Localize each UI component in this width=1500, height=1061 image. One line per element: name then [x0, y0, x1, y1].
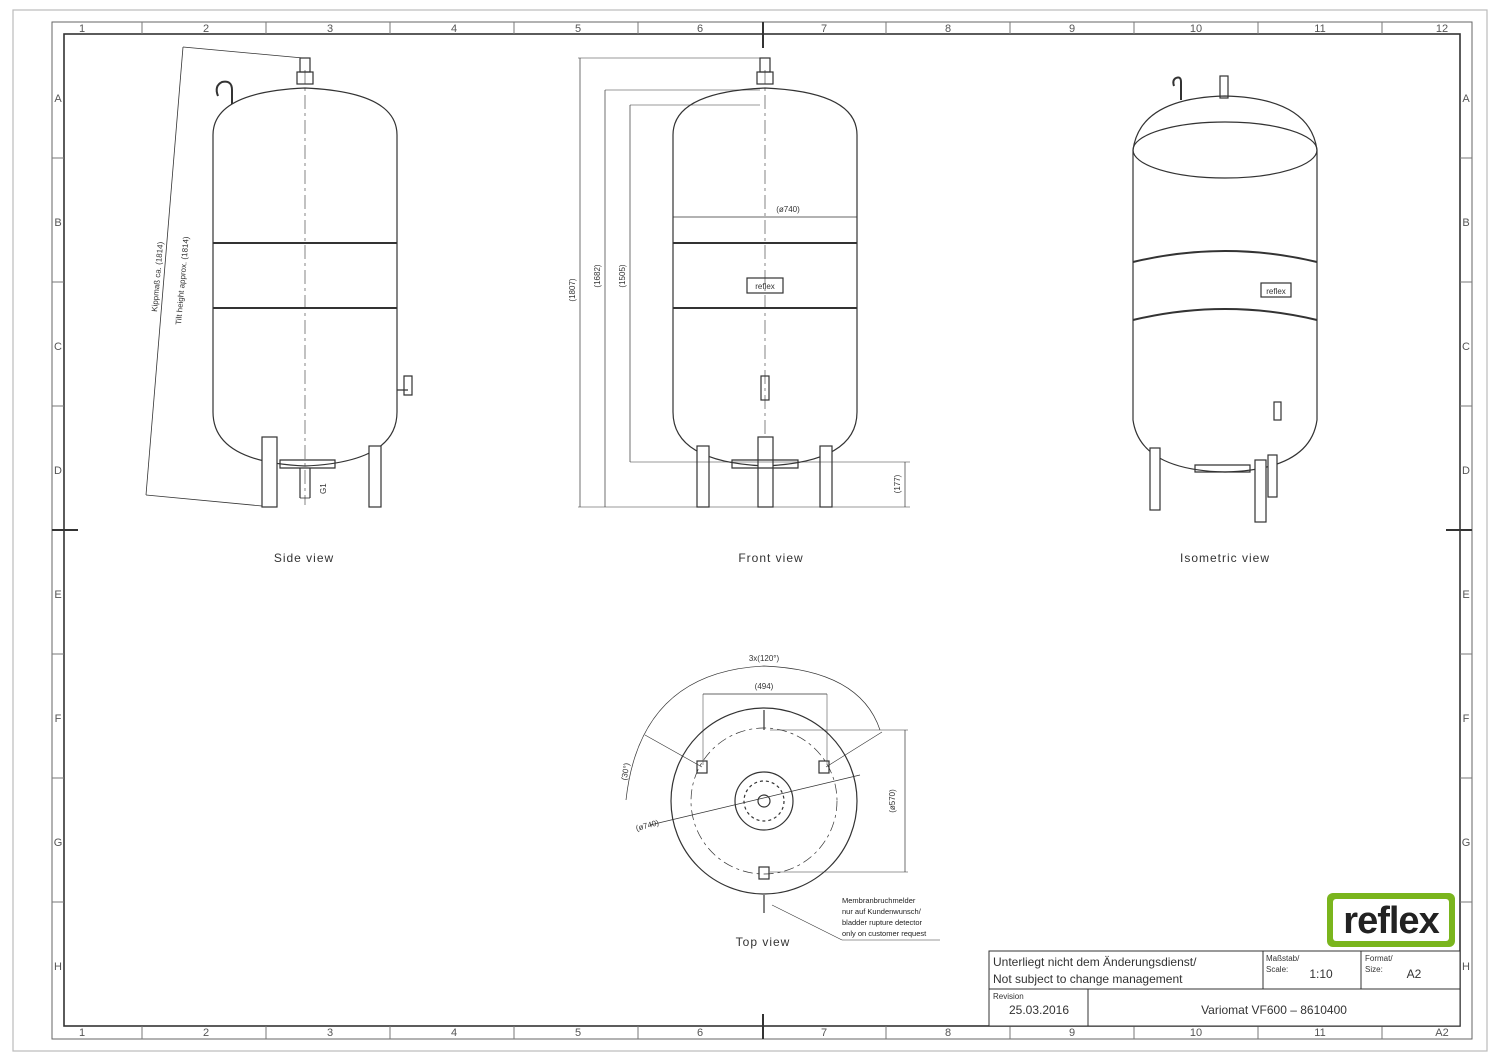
col-label-12: 12 [1436, 23, 1448, 35]
front-foot-height: (177) [893, 474, 902, 493]
isometric-view-label: Isometric view [1180, 551, 1270, 565]
side-view-drawing [145, 46, 413, 508]
col-label-bottom-11: 11 [1314, 1027, 1325, 1039]
top-view-drawing [625, 665, 940, 941]
format-value: A2 [1407, 967, 1422, 981]
scale-label-de: Maßstab/ [1266, 954, 1300, 963]
revision-date: 25.03.2016 [1009, 1003, 1069, 1017]
iso-reflex-badge [1260, 282, 1292, 298]
revision-label: Revision [993, 992, 1024, 1001]
col-label-11: 11 [1314, 23, 1325, 35]
row-label-h: H [54, 961, 62, 973]
top-angle30-label: (30°) [620, 762, 632, 781]
row-label-right-b: B [1462, 217, 1469, 229]
col-label-bottom-2: 2 [203, 1027, 209, 1039]
row-label-right-f: F [1463, 713, 1470, 725]
col-label-7: 7 [821, 23, 827, 35]
col-label-3: 3 [327, 23, 333, 35]
format-label-en: Size: [1365, 965, 1383, 974]
top-angle-label: 3x(120°) [749, 654, 780, 663]
tilt-height-de: Kippmaß ca. (1814) [150, 241, 165, 312]
col-label-5: 5 [575, 23, 581, 35]
format-label-bottom: A2 [1435, 1027, 1448, 1039]
row-label-g: G [54, 837, 63, 849]
scale-value: 1:10 [1309, 967, 1333, 981]
row-label-right-c: C [1462, 341, 1470, 353]
top-diameter570-label: (ø570) [888, 789, 897, 813]
col-label-bottom-3: 3 [327, 1027, 333, 1039]
top-note-line2: nur auf Kundenwunsch/ [842, 907, 922, 916]
iso-badge-text: reflex [1266, 287, 1286, 296]
col-label-6: 6 [697, 23, 703, 35]
top-diameter740-label: (ø740) [635, 818, 660, 833]
notice-en: Not subject to change management [993, 972, 1183, 986]
front-height-total: (1807) [568, 278, 577, 301]
row-label-d: D [54, 465, 62, 477]
col-label-1: 1 [79, 23, 85, 35]
col-label-bottom-7: 7 [821, 1027, 827, 1039]
notice-de: Unterliegt nicht dem Änderungsdienst/ [993, 955, 1197, 969]
row-label-c: C [54, 341, 62, 353]
row-label-right-a: A [1462, 93, 1470, 105]
title-block [988, 950, 1461, 1027]
tilt-height-en: Tilt height approx. (1814) [174, 236, 191, 325]
row-label-a: A [54, 93, 62, 105]
col-label-bottom-8: 8 [945, 1027, 951, 1039]
reflex-logo: reflex [1327, 893, 1455, 947]
outer-border [12, 9, 1488, 1052]
col-label-bottom-10: 10 [1190, 1027, 1202, 1039]
row-label-right-g: G [1462, 837, 1471, 849]
col-label-bottom-4: 4 [451, 1027, 457, 1039]
drawing-title: Variomat VF600 – 8610400 [1201, 1003, 1347, 1017]
col-label-2: 2 [203, 23, 209, 35]
col-label-bottom-5: 5 [575, 1027, 581, 1039]
row-label-right-e: E [1462, 589, 1469, 601]
col-label-bottom-9: 9 [1069, 1027, 1075, 1039]
front-height-2: (1682) [593, 264, 602, 287]
format-label-de: Format/ [1365, 954, 1393, 963]
front-reflex-badge [746, 277, 784, 294]
col-label-10: 10 [1190, 23, 1202, 35]
side-view-label: Side view [274, 551, 334, 565]
front-view-label: Front view [738, 551, 803, 565]
row-label-right-d: D [1462, 465, 1470, 477]
row-label-f: F [55, 713, 62, 725]
col-label-8: 8 [945, 23, 951, 35]
top-width-label: (494) [755, 682, 774, 691]
front-diameter-label: (ø740) [776, 205, 800, 214]
row-label-b: B [54, 217, 61, 229]
connection-g1-label: G1 [319, 483, 328, 494]
reflex-logo-text: reflex [1343, 900, 1439, 942]
col-label-bottom-1: 1 [79, 1027, 85, 1039]
col-label-bottom-6: 6 [697, 1027, 703, 1039]
scale-label-en: Scale: [1266, 965, 1288, 974]
isometric-view-drawing [1132, 75, 1318, 523]
front-badge-text: reflex [755, 282, 775, 291]
row-label-e: E [54, 589, 61, 601]
col-label-4: 4 [451, 23, 457, 35]
row-label-right-h: H [1462, 961, 1470, 973]
front-view-drawing [578, 57, 910, 508]
front-height-3: (1505) [618, 264, 627, 287]
top-note-line3: bladder rupture detector [842, 918, 923, 927]
top-note-line4: only on customer request [842, 929, 927, 938]
top-view-label: Top view [736, 935, 791, 949]
top-note-line1: Membranbruchmelder [842, 896, 916, 905]
col-label-9: 9 [1069, 23, 1075, 35]
